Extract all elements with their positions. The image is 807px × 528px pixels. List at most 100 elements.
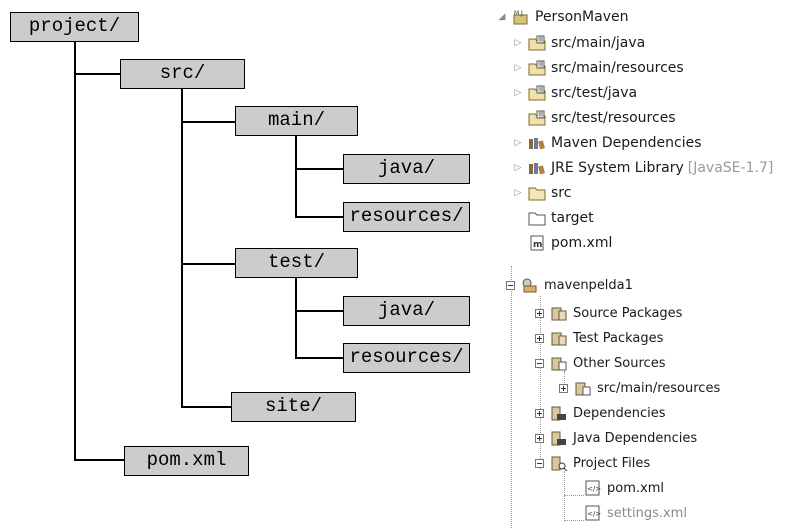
folder-icon [528, 185, 546, 201]
node-test: test/ [235, 248, 358, 278]
connector-line [295, 310, 343, 312]
expand-icon[interactable] [535, 308, 544, 318]
tree-item[interactable]: Project Files [535, 452, 650, 474]
tree-item[interactable]: ▷ src/main/resources [512, 57, 684, 79]
library-icon [550, 430, 568, 446]
expand-icon[interactable] [535, 333, 544, 343]
tree-item-label: JRE System Library [551, 160, 684, 176]
source-folder-icon [528, 60, 546, 76]
connector-line [74, 73, 120, 75]
svg-text:J: J [520, 10, 523, 17]
connector-line [181, 263, 235, 265]
tree-item-label: pom.xml [551, 235, 613, 251]
tree-item-label: Maven Dependencies [551, 135, 702, 151]
jre-version-label: [JavaSE-1.7] [687, 160, 774, 176]
expand-icon[interactable] [535, 433, 544, 443]
tree-item-label: src/test/java [551, 85, 638, 101]
tree-item[interactable]: Java Dependencies [535, 427, 697, 449]
collapsed-arrow-icon[interactable]: ▷ [514, 163, 522, 173]
tree-item-label: Test Packages [573, 330, 664, 346]
connector-line [74, 42, 76, 460]
collapsed-arrow-icon[interactable]: ▷ [514, 88, 522, 98]
tree-item[interactable]: Test Packages [535, 327, 663, 349]
tree-item[interactable]: ▷ src/test/java [512, 82, 638, 104]
connector-line [181, 121, 235, 123]
tree-item[interactable]: ▷ JRE System Library [JavaSE-1.7] [512, 157, 774, 179]
source-folder-icon [528, 35, 546, 51]
maven-project-icon [521, 277, 539, 293]
expand-icon[interactable] [535, 408, 544, 418]
tree-item-label: src [551, 185, 572, 201]
folder-icon [574, 380, 592, 396]
connector-line [295, 357, 343, 359]
xml-file-icon: </> [584, 480, 602, 496]
tree-item-label: settings.xml [607, 505, 687, 521]
tree-item-label: Dependencies [573, 405, 666, 421]
tree-item[interactable]: ▷ Maven Dependencies [512, 132, 702, 154]
node-project: project/ [10, 12, 139, 42]
node-test-resources: resources/ [343, 343, 470, 373]
connector-line [295, 216, 343, 218]
folder-icon [550, 355, 568, 371]
collapsed-arrow-icon[interactable]: ▷ [514, 38, 522, 48]
folder-icon [528, 210, 546, 226]
project-name: mavenpelda1 [544, 277, 633, 293]
collapsed-arrow-icon[interactable]: ▷ [514, 63, 522, 73]
node-main-resources: resources/ [343, 202, 470, 232]
package-folder-icon [550, 305, 568, 321]
tree-item-label: src/test/resources [551, 110, 676, 126]
connector-line [181, 406, 231, 408]
svg-text:</>: </> [587, 485, 601, 493]
source-folder-icon [528, 110, 546, 126]
xml-file-icon: </> [584, 505, 602, 521]
tree-item[interactable]: Other Sources [535, 352, 665, 374]
project-name: PersonMaven [535, 9, 629, 25]
svg-text:m: m [533, 240, 542, 250]
tree-item-project[interactable]: mavenpelda1 [506, 274, 633, 296]
connector-line [181, 89, 183, 407]
connector-line [295, 278, 297, 358]
collapse-icon[interactable] [506, 280, 515, 290]
library-icon [528, 135, 546, 151]
collapsed-arrow-icon[interactable]: ▷ [514, 138, 522, 148]
tree-item[interactable]: src/test/resources [512, 107, 676, 129]
node-main: main/ [235, 106, 358, 136]
svg-text:M: M [514, 10, 519, 17]
connector-line [74, 459, 124, 461]
tree-item[interactable]: Source Packages [535, 302, 682, 324]
connector-line [295, 168, 343, 170]
tree-item[interactable]: ▷ src/main/java [512, 32, 646, 54]
library-icon [528, 160, 546, 176]
library-icon [550, 405, 568, 421]
netbeans-project-view: mavenpelda1 Source Packages Test Package… [492, 266, 807, 528]
tree-item[interactable]: src/main/resources [559, 377, 720, 399]
tree-item[interactable]: </> settings.xml [584, 502, 687, 524]
collapsed-arrow-icon[interactable]: ▷ [514, 188, 522, 198]
tree-item[interactable]: m pom.xml [512, 232, 612, 254]
connector-line [295, 136, 297, 217]
tree-item-label: Other Sources [573, 355, 666, 371]
tree-item[interactable]: Dependencies [535, 402, 666, 424]
tree-item-label: src/main/java [551, 35, 646, 51]
collapse-icon[interactable] [535, 358, 544, 368]
package-folder-icon [550, 330, 568, 346]
expand-icon[interactable] [559, 383, 568, 393]
project-files-icon [550, 455, 568, 472]
collapse-icon[interactable] [535, 458, 544, 468]
tree-item-label: Java Dependencies [573, 430, 698, 446]
node-main-java: java/ [343, 154, 470, 184]
tree-item[interactable]: ▷ src [512, 182, 572, 204]
node-site: site/ [231, 392, 356, 422]
tree-item[interactable]: target [512, 207, 594, 229]
tree-item-label: Project Files [573, 455, 651, 471]
node-test-java: java/ [343, 296, 470, 326]
node-pom: pom.xml [124, 446, 249, 476]
tree-item-label: src/main/resources [597, 380, 721, 396]
source-folder-icon [528, 85, 546, 101]
tree-item[interactable]: </> pom.xml [584, 477, 664, 499]
maven-file-icon: m [528, 235, 546, 251]
expanded-arrow-icon[interactable]: ◢ [498, 12, 506, 22]
